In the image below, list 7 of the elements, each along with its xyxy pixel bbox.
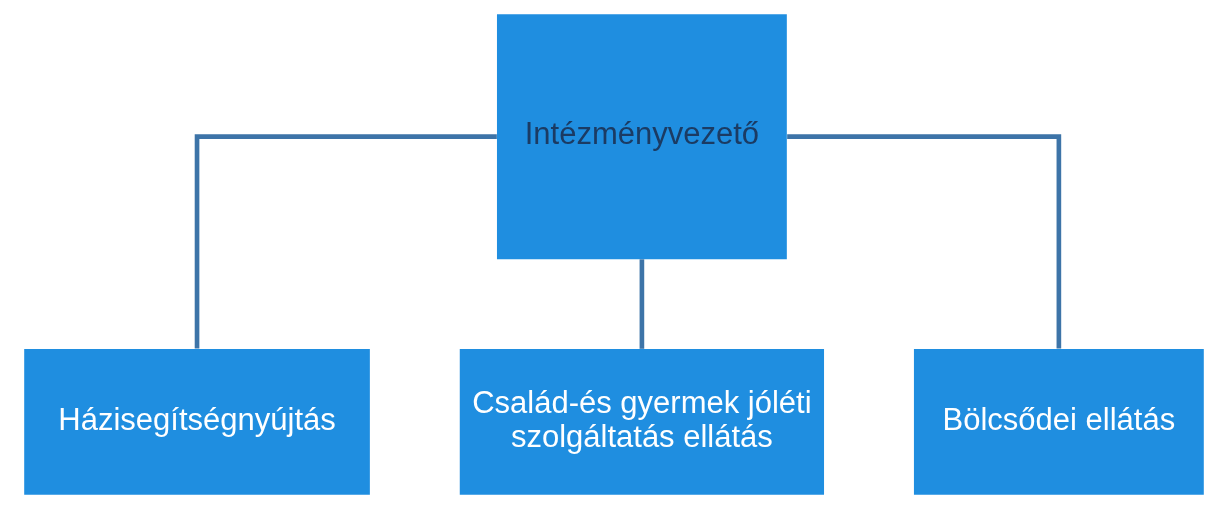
node-box: Intézményvezető xyxy=(496,14,787,260)
node-box: Család-és gyermek jóléti szolgáltatás ellátás xyxy=(459,349,824,495)
connector xyxy=(194,134,497,349)
node-box: Bölcsődei ellátás xyxy=(913,349,1204,495)
connector xyxy=(786,134,1061,349)
node-box: Házisegítségnyújtás xyxy=(23,349,370,495)
connector xyxy=(639,259,644,349)
